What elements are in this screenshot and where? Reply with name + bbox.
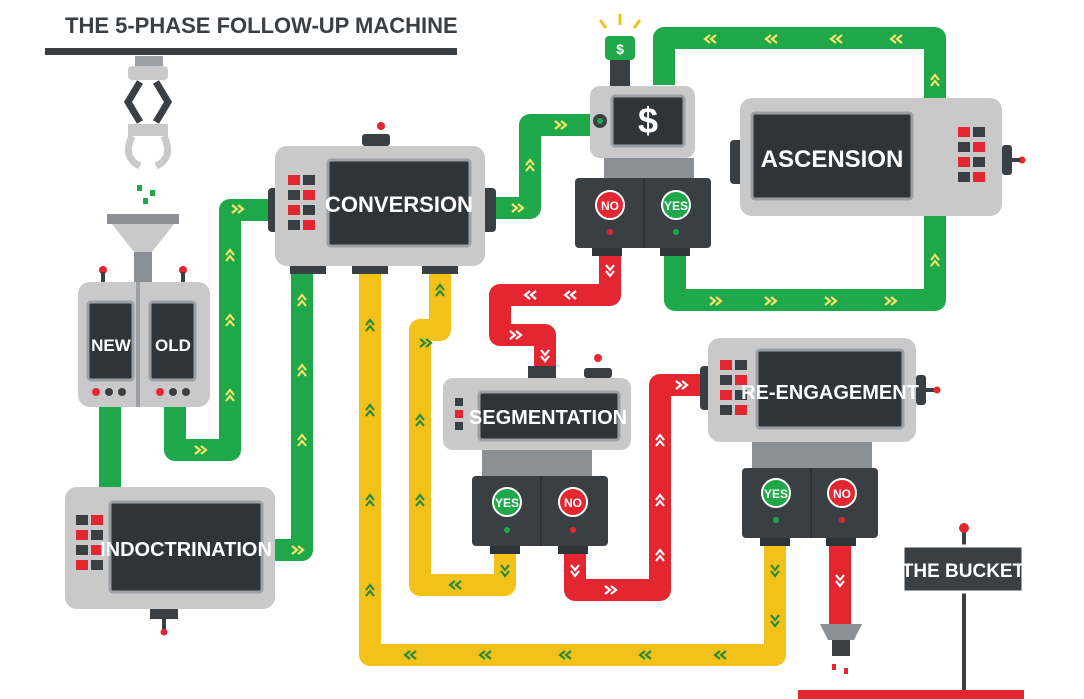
ascension-machine [730, 98, 1026, 216]
segmentation-machine [443, 354, 631, 554]
reengagement-machine [700, 338, 941, 674]
yellow-pipes [359, 265, 786, 666]
claw-crane-icon [123, 56, 173, 204]
new-old-machine [78, 266, 210, 407]
segmentation-yes-button: YES [495, 496, 519, 510]
dollar-decision-machine [575, 14, 711, 256]
reengagement-yes-button: YES [764, 487, 788, 501]
flow-arrows-red [509, 264, 845, 595]
siren-dollar-sign: $ [616, 41, 624, 57]
flow-arrows [194, 34, 940, 555]
bucket-sign [798, 523, 1025, 699]
machine-label-ascension: ASCENSION [761, 146, 904, 173]
segmentation-no-button: NO [564, 496, 582, 510]
machine-label-conversion: CONVERSION [325, 192, 473, 217]
diagram-title: THE 5-PHASE FOLLOW-UP MACHINE [65, 13, 458, 38]
ascension-no-button: NO [601, 199, 619, 213]
machine-label-new: NEW [91, 336, 132, 355]
funnel-icon [107, 214, 179, 286]
ascension-yes-button: YES [664, 199, 688, 213]
flow-arrows-yellow [365, 283, 780, 660]
machine-label-segmentation: SEGMENTATION [469, 407, 627, 429]
reengagement-no-button: NO [833, 487, 851, 501]
title-underline [45, 48, 457, 55]
bucket-label: THE BUCKET [902, 561, 1025, 582]
dollar-sign: $ [638, 100, 658, 141]
machine-label-indoctrination: INDOCTRINATION [100, 539, 272, 561]
machine-label-reengagement: RE-ENGAGEMENT [741, 382, 919, 404]
indoctrination-machine [65, 487, 275, 636]
machine-label-old: OLD [155, 336, 191, 355]
conversion-machine [268, 122, 496, 274]
